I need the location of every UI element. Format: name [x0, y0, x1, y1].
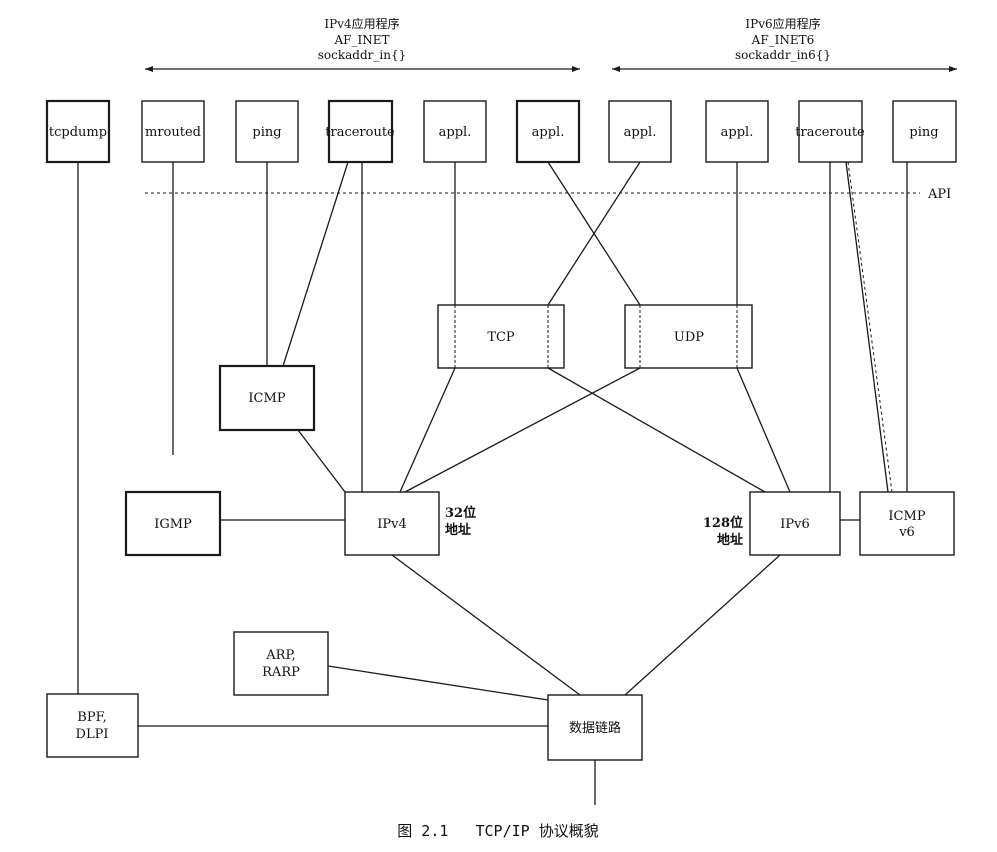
icmp-box: ICMP: [218, 364, 316, 432]
igmp-label: IGMP: [154, 517, 192, 532]
ipv4-address-note: 32位 地址: [445, 505, 476, 538]
app-label-appl2: appl.: [532, 125, 565, 140]
ipv6-box: IPv6: [749, 491, 841, 556]
ipv6-header-line2: AF_INET6: [751, 33, 815, 47]
ipv6-header-line1: IPv6应用程序: [745, 16, 820, 31]
ipv4-header-line1: IPv4应用程序: [324, 16, 399, 31]
tcp-box: TCP: [437, 304, 565, 369]
edge-traceroute-icmp: [282, 161, 349, 367]
edge-udp-ipv4: [404, 367, 641, 493]
edge-tcp-ipv4: [399, 367, 456, 493]
icmpv6-label-line2: v6: [898, 525, 915, 540]
app-box-mrouted: mrouted: [141, 100, 205, 163]
ipv6-header: IPv6应用程序 AF_INET6 sockaddr_in6{}: [612, 16, 957, 72]
ipv6-label: IPv6: [780, 517, 810, 532]
ipv4-address-note-line1: 32位: [445, 505, 476, 521]
app-box-ping4: ping: [235, 100, 299, 163]
edge-tcp-ipv6: [547, 367, 766, 493]
ipv4-header-line3: sockaddr_in{}: [318, 48, 406, 62]
ipv4-header: IPv4应用程序 AF_INET sockaddr_in{}: [145, 16, 580, 72]
ipv4-address-note-line2: 地址: [445, 522, 471, 538]
app-box-traceroute6: traceroute: [795, 100, 865, 163]
ipv6-address-note: 128位 地址: [703, 515, 743, 548]
app-box-appl3: appl.: [608, 100, 672, 163]
app-label-ping4: ping: [252, 125, 281, 140]
app-box-appl1: appl.: [423, 100, 487, 163]
edge-icmp-ipv4: [297, 429, 346, 493]
app-box-traceroute4: traceroute: [325, 99, 395, 164]
app-label-appl4: appl.: [721, 125, 754, 140]
edge-traceroute6-icmpv6: [845, 161, 889, 493]
ipv4-header-arrow: [145, 66, 580, 72]
edge-traceroute6-icmpv6-dash: [847, 161, 893, 493]
api-label: API: [927, 187, 951, 202]
figure-caption: 图 2.1 TCP/IP 协议概貌: [397, 822, 598, 840]
app-label-appl1: appl.: [439, 125, 472, 140]
app-box-appl4: appl.: [705, 100, 769, 163]
edge-appl3-tcp: [547, 161, 641, 306]
tcp-label: TCP: [487, 330, 515, 345]
icmpv6-label-line1: ICMP: [888, 509, 925, 524]
icmpv6-box: ICMP v6: [859, 491, 955, 556]
edge-arp-datalink: [327, 665, 549, 701]
edge-udp-ipv6: [736, 367, 791, 493]
ipv4-header-line2: AF_INET: [334, 33, 390, 47]
ipv6-address-note-line2: 地址: [717, 532, 743, 548]
edge-ipv6-datalink: [624, 554, 781, 696]
app-label-traceroute6: traceroute: [795, 125, 865, 140]
ipv6-header-line3: sockaddr_in6{}: [735, 48, 831, 62]
bpf-label-line1: BPF,: [77, 710, 106, 725]
ipv6-header-arrow: [612, 66, 957, 72]
app-label-mrouted: mrouted: [145, 125, 201, 140]
udp-label: UDP: [674, 330, 704, 345]
datalink-label: 数据链路: [569, 720, 621, 736]
app-box-ping6: ping: [892, 100, 957, 163]
arp-label-line2: RARP: [262, 665, 300, 680]
connections: [77, 161, 908, 805]
ipv4-box: IPv4: [344, 491, 440, 556]
app-label-tcpdump: tcpdump: [49, 125, 107, 140]
arp-label-line1: ARP,: [265, 648, 295, 663]
app-label-appl3: appl.: [624, 125, 657, 140]
app-box-tcpdump: tcpdump: [45, 99, 111, 164]
app-box-appl2: appl.: [515, 99, 581, 164]
bpf-label-line2: DLPI: [76, 727, 109, 742]
edge-ipv4-datalink: [391, 554, 581, 696]
udp-box: UDP: [624, 304, 753, 369]
app-label-ping6: ping: [909, 125, 938, 140]
app-label-traceroute4: traceroute: [325, 125, 395, 140]
ipv4-label: IPv4: [377, 517, 407, 532]
datalink-box: 数据链路: [547, 694, 643, 761]
ipv6-address-note-line1: 128位: [703, 515, 743, 531]
arp-box: ARP, RARP: [233, 631, 329, 696]
icmp-label: ICMP: [248, 391, 285, 406]
igmp-box: IGMP: [124, 490, 222, 557]
bpf-box: BPF, DLPI: [46, 693, 139, 758]
